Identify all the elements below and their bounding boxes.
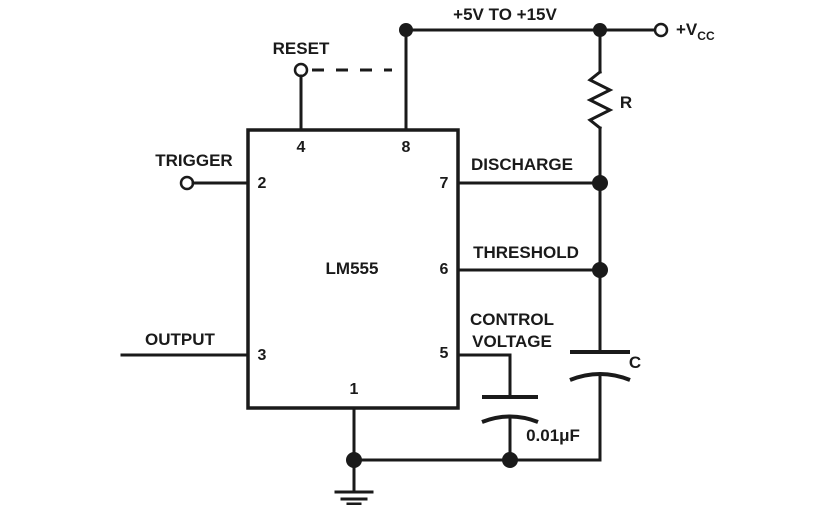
vcc-label: +VCC (676, 20, 715, 43)
pin-8-number: 8 (402, 139, 411, 156)
supply-range-label: +5V TO +15V (453, 5, 557, 24)
pin-6-number: 6 (440, 261, 449, 278)
discharge-junction (592, 175, 608, 191)
pin-3-number: 3 (258, 347, 267, 364)
control-cap-value: 0.01μF (526, 426, 580, 445)
pin-7-number: 7 (440, 175, 449, 192)
pin-2-number: 2 (258, 175, 267, 192)
trigger-terminal (179, 175, 195, 191)
trigger-label: TRIGGER (155, 151, 232, 170)
threshold-label: THRESHOLD (473, 243, 579, 262)
threshold-junction (592, 262, 608, 278)
ground-junction-left (346, 452, 362, 468)
resistor-label: R (620, 93, 632, 112)
ground-junction-right (502, 452, 518, 468)
pin-4-number: 4 (297, 139, 306, 156)
control-voltage-label-line1: CONTROL (470, 310, 554, 329)
vcc-terminal (653, 22, 669, 38)
capacitor-label: C (629, 353, 641, 372)
resistor-r (586, 69, 614, 131)
chip-name: LM555 (326, 259, 379, 278)
ground-symbol (334, 490, 374, 505)
pin-5-number: 5 (440, 345, 449, 362)
discharge-label: DISCHARGE (471, 155, 573, 174)
output-label: OUTPUT (145, 330, 216, 349)
pin-5-wire (456, 353, 512, 399)
pin-1-number: 1 (350, 381, 359, 398)
control-voltage-label-line2: VOLTAGE (472, 332, 552, 351)
reset-terminal (293, 62, 309, 78)
reset-label: RESET (273, 39, 330, 58)
